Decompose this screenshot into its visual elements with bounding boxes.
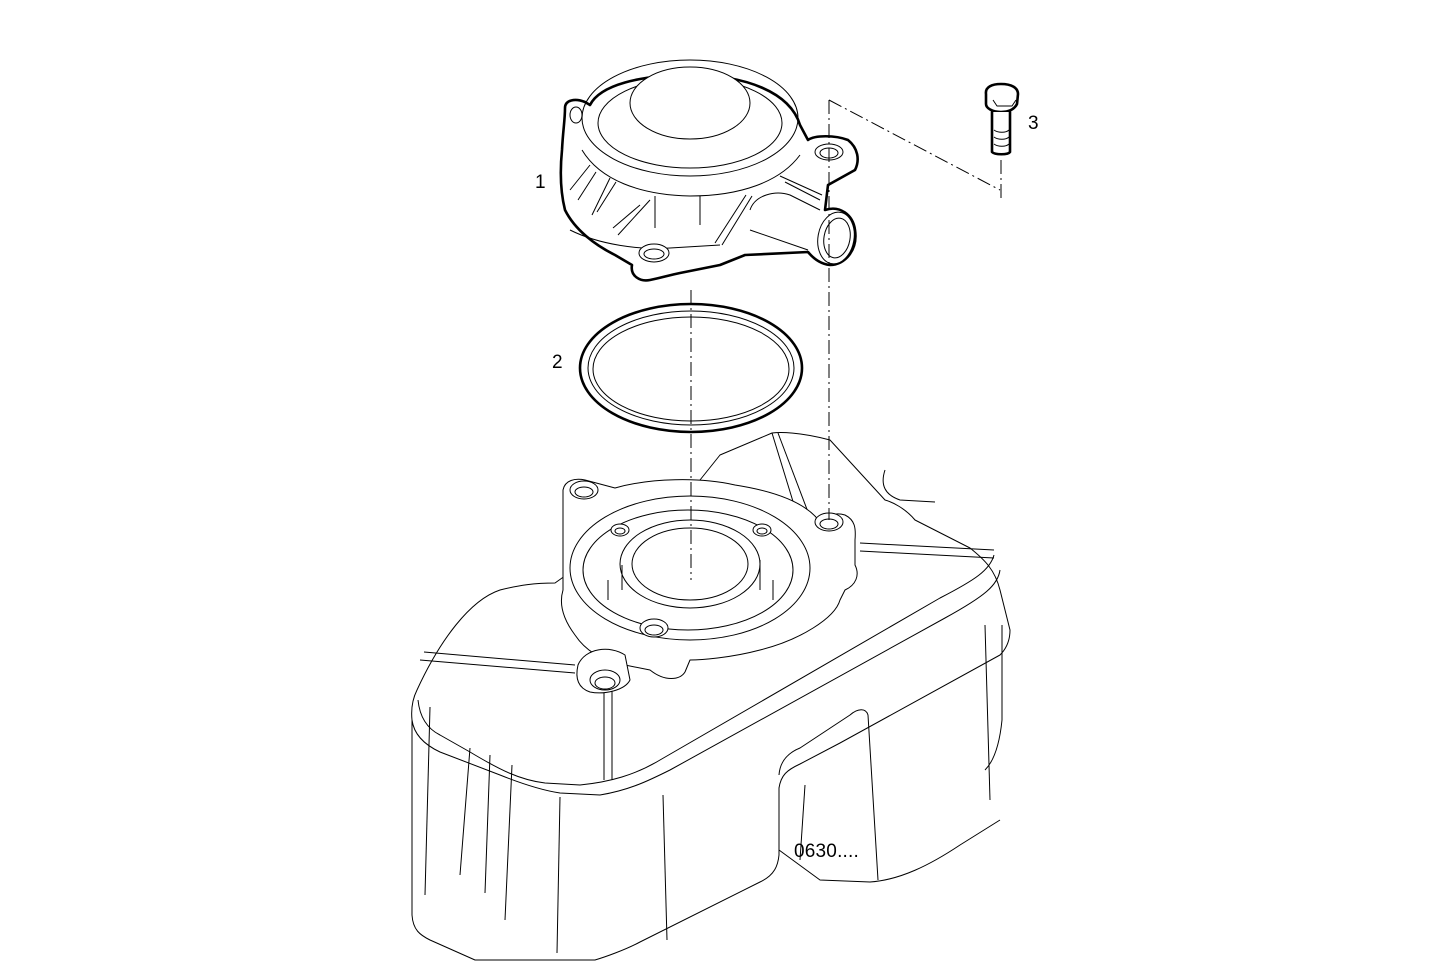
callout-label-2: 2 bbox=[552, 352, 563, 373]
cover-part bbox=[559, 59, 859, 282]
callout-label-1: 1 bbox=[535, 172, 546, 193]
hex-bolt bbox=[984, 82, 1020, 156]
base-housing bbox=[411, 432, 1011, 961]
callout-label-3: 3 bbox=[1028, 113, 1039, 134]
assembly-axis-lines bbox=[690, 99, 1002, 580]
drawing-code-label: 0630.... bbox=[794, 841, 859, 862]
